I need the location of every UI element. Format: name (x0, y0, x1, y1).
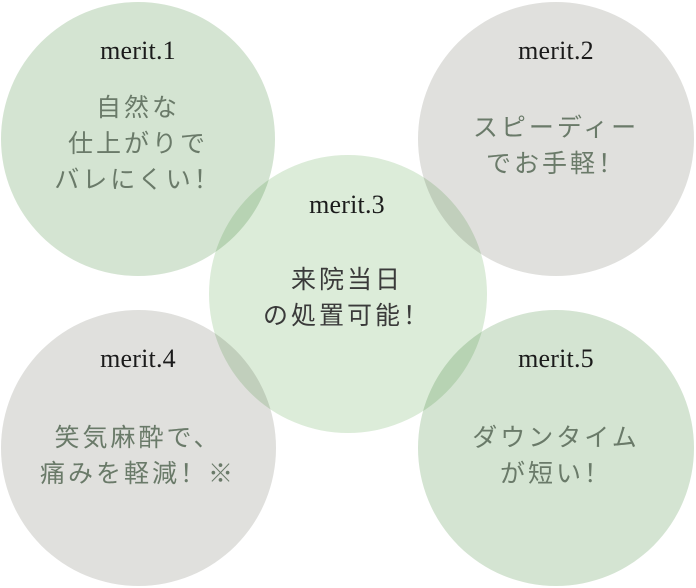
merit-1-line-2: 仕上がりで (67, 129, 209, 158)
merit-1-line-3: バレにくい！ (54, 165, 222, 194)
merit-3-title: merit.3 (309, 190, 385, 219)
merit-5-circle (418, 310, 694, 586)
merit-4-title: merit.4 (100, 344, 176, 373)
merit-1-title: merit.1 (100, 36, 176, 65)
merit-2-title: merit.2 (518, 36, 594, 65)
merit-3-line-2: の処置可能！ (262, 301, 432, 330)
merit-5-title: merit.5 (518, 344, 594, 373)
merit-1-line-1: 自然な (95, 93, 181, 122)
merit-3-line-1: 来院当日 (290, 265, 404, 294)
merit-4-line-1: 笑気麻酔で、 (54, 423, 222, 452)
merit-1-text: 自然な 仕上がりで バレにくい！ (54, 90, 222, 198)
merit-4-text: 笑気麻酔で、 痛みを軽減！※ (40, 420, 236, 492)
merit-5-text: ダウンタイム が短い！ (472, 420, 640, 492)
merit-2-text: スピーディー でお手軽！ (473, 110, 639, 182)
merit-2-line-2: でお手軽！ (485, 149, 627, 178)
merit-4-circle (1, 310, 276, 586)
merit-5-line-1: ダウンタイム (472, 423, 640, 452)
merit-5-line-2: が短い！ (499, 459, 613, 488)
merit-4-line-2: 痛みを軽減！※ (39, 459, 237, 488)
merit-2-line-1: スピーディー (472, 113, 640, 142)
merit-3-text: 来院当日 の処置可能！ (263, 262, 431, 334)
